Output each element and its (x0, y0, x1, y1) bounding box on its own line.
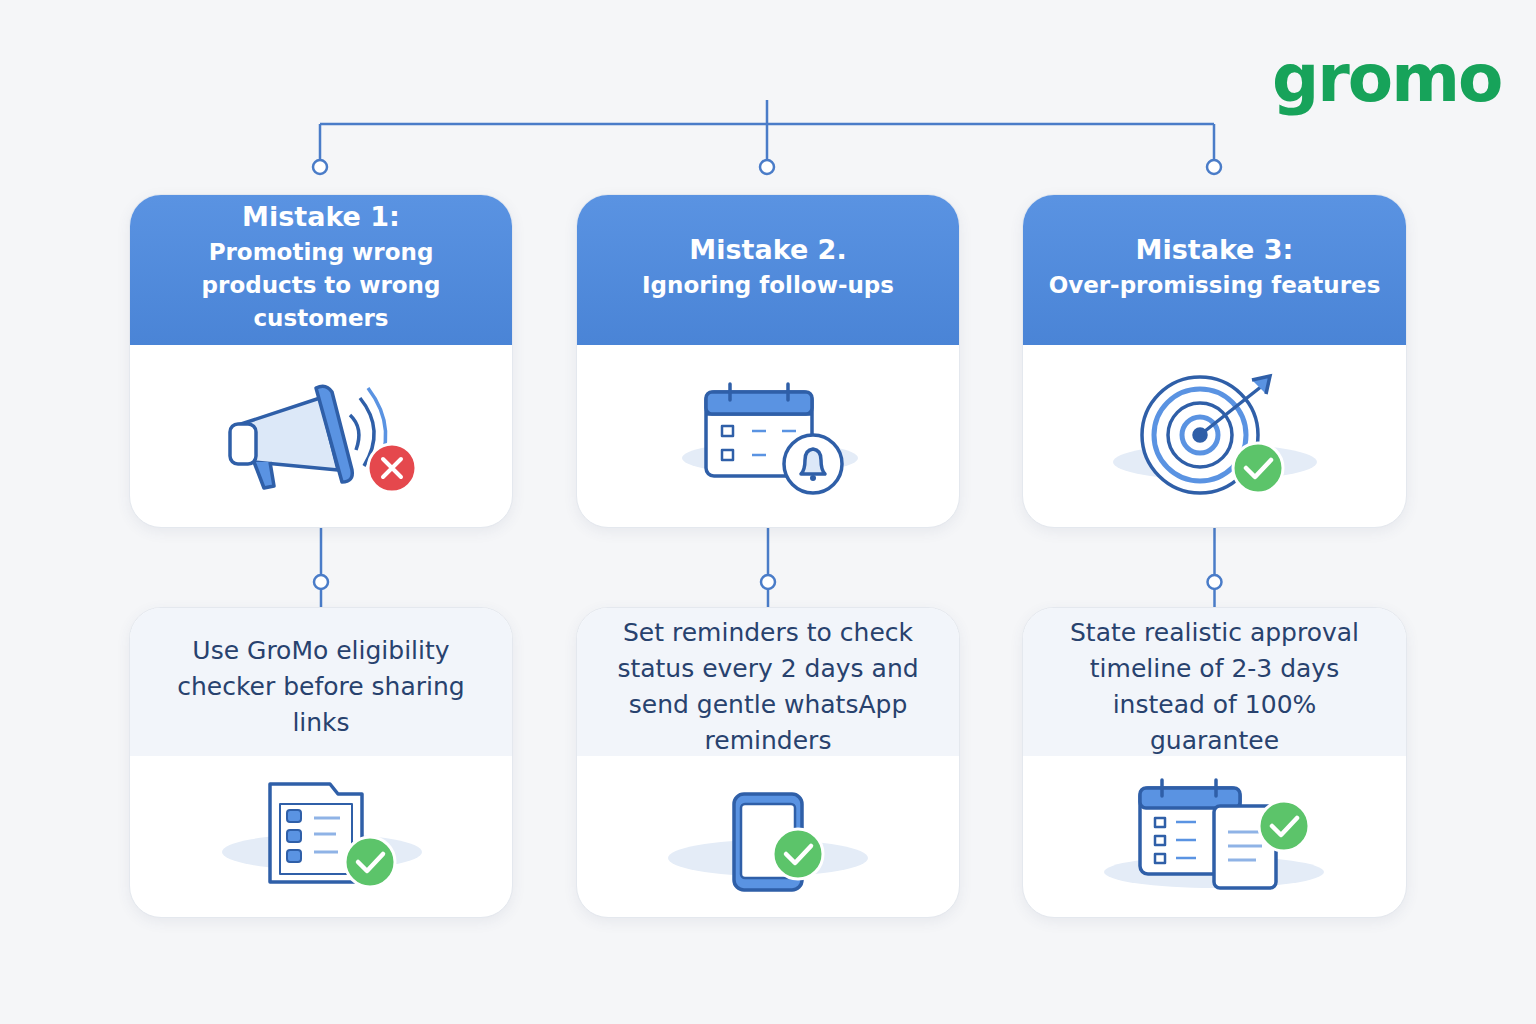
solution-card: State realistic approval timeline of 2-3… (1022, 607, 1407, 918)
connector-line (1208, 528, 1222, 607)
mistake-card: Mistake 1:Promoting wrong products to wr… (129, 194, 513, 528)
card-text: State realistic approval timeline of 2-3… (1045, 615, 1384, 759)
card-text-area: State realistic approval timeline of 2-3… (1023, 608, 1406, 756)
connector-line (761, 528, 775, 607)
mistake-card: Mistake 2.Ignoring follow-ups (576, 194, 960, 528)
card-text-area: Set reminders to check status every 2 da… (577, 608, 959, 756)
card-text: Set reminders to check status every 2 da… (599, 615, 937, 759)
card-text: Promoting wrong products to wrong custom… (148, 236, 494, 335)
card-text: Use GroMo eligibility checker before sha… (152, 633, 490, 741)
card-text: Mistake 3: (1136, 231, 1294, 269)
card-header: Mistake 2.Ignoring follow-ups (577, 195, 959, 345)
solution-card: Set reminders to check status every 2 da… (576, 607, 960, 918)
card-text: Mistake 2. (689, 231, 846, 269)
logo-text: gromo (1272, 40, 1501, 117)
card-text: Mistake 1: (242, 198, 400, 236)
card-text: Ignoring follow-ups (642, 269, 894, 302)
mistake-card: Mistake 3:Over-promissing features (1022, 194, 1407, 528)
connector-line (314, 528, 328, 607)
solution-card: Use GroMo eligibility checker before sha… (129, 607, 513, 918)
card-text-area: Use GroMo eligibility checker before sha… (130, 608, 512, 756)
card-header: Mistake 1:Promoting wrong products to wr… (130, 195, 512, 345)
card-header: Mistake 3:Over-promissing features (1023, 195, 1406, 345)
tree-lines (313, 100, 1221, 174)
card-text: Over-promissing features (1049, 269, 1381, 302)
